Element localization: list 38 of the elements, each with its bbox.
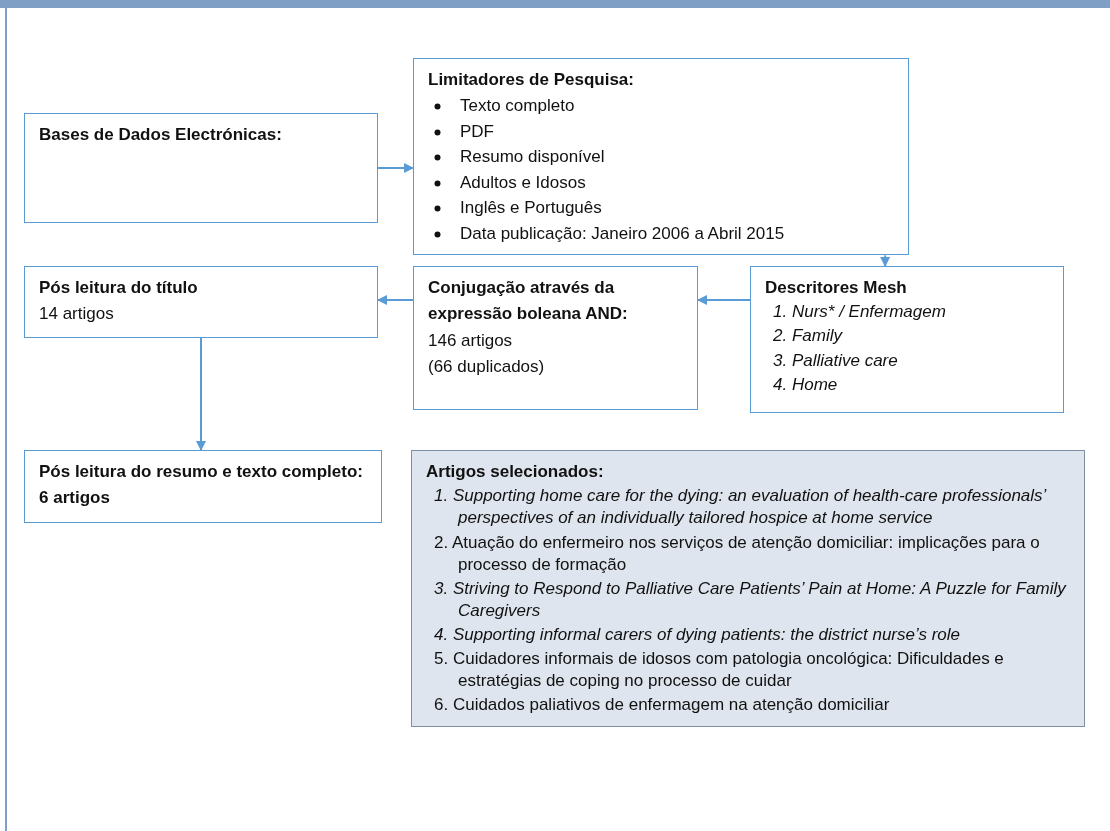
heading: Limitadores de Pesquisa: xyxy=(428,69,635,91)
heading: Bases de Dados Electrónicas: xyxy=(39,124,283,146)
heading: Artigos selecionados: xyxy=(426,461,605,483)
process-box xyxy=(24,450,382,523)
bullet-item: Texto completo xyxy=(428,93,894,119)
list-item: 3. Palliative care xyxy=(772,349,899,372)
process-box xyxy=(24,266,378,338)
list-item: 2. Atuação do enfermeiro nos serviços de atenção domiciliar: implicações para o processo de formação xyxy=(433,531,1041,576)
process-box xyxy=(413,266,698,410)
bullet-item: Inglês e Português xyxy=(428,195,894,221)
process-box xyxy=(750,266,1064,413)
heading: Pós leitura do título xyxy=(39,277,199,299)
arrow xyxy=(880,254,891,267)
note-text: 146 artigos xyxy=(428,329,514,352)
arrow xyxy=(377,295,414,305)
list-item: 5. Cuidadores informais de idosos com patologia oncológica: Dificuldades e estratégias de coping no processo de cuidar xyxy=(433,648,1005,693)
arrow xyxy=(196,337,206,451)
list-item: 6. Cuidados paliativos de enfermagem na atenção domiciliar xyxy=(433,694,891,717)
list-item: 2. Family xyxy=(772,325,844,348)
note-text: 14 artigos xyxy=(39,303,115,326)
list-item: 3. Striving to Respond to Palliative Care Patients’ Pain at Home: A Puzzle for Family Caregivers xyxy=(433,577,1068,622)
arrow xyxy=(697,295,751,305)
bullet-item: Adultos e Idosos xyxy=(428,169,894,196)
list-item: 4. Supporting informal carers of dying patients: the district nurse’s role xyxy=(433,623,961,646)
bullet-item: Resumo disponível xyxy=(428,144,894,170)
list-item: 1. Nurs* / Enfermagem xyxy=(772,301,947,324)
heading: Pós leitura do resumo e texto completo: 6 artigos xyxy=(39,461,364,510)
result-panel xyxy=(411,450,1085,728)
heading: Conjugação através da expressão boleana AND: xyxy=(428,277,629,326)
bullet-item: Data publicação: Janeiro 2006 a Abril 2015 xyxy=(428,220,894,247)
note-text: (66 duplicados) xyxy=(428,356,546,379)
bullet-item: PDF xyxy=(428,118,894,145)
process-box xyxy=(24,113,378,223)
list-item: 4. Home xyxy=(772,373,839,396)
list-item: 1. Supporting home care for the dying: an evaluation of health-care professionals’ perspectives of an individually tailored hospice at home service xyxy=(433,485,1048,530)
process-box xyxy=(413,58,909,256)
arrow xyxy=(377,163,414,173)
heading: Descritores Mesh xyxy=(765,277,908,299)
